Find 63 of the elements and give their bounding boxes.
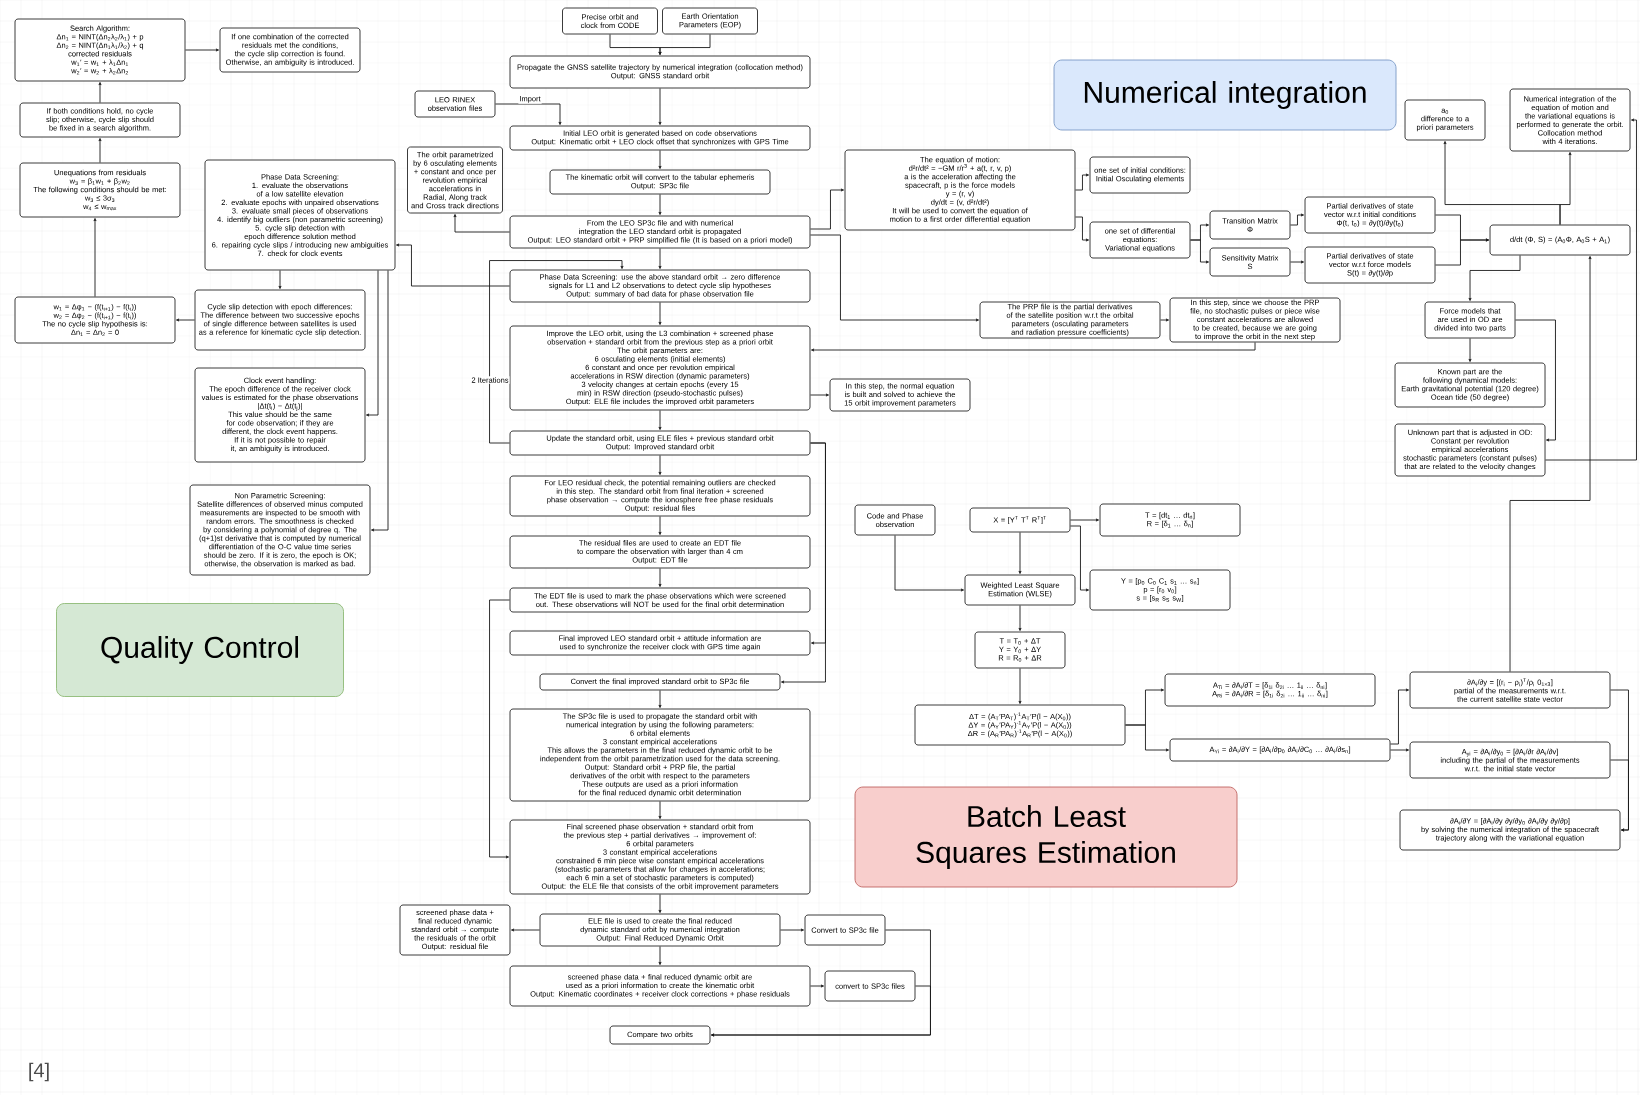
arrow [658,568,662,587]
arrow [658,150,662,169]
arrow [1559,152,1572,225]
arrow [1160,318,1169,322]
arrow [371,270,389,532]
arrow [658,801,662,819]
arrow [658,946,662,965]
arrow [810,393,829,397]
arrow [1075,216,1089,242]
arrow [1468,255,1521,301]
arrow [658,302,662,325]
arrow [658,410,662,430]
arrow [396,243,510,287]
arrow [489,599,510,859]
arrow [1390,688,1409,745]
arrow [658,248,662,269]
arrow [93,218,97,297]
arrow [1468,338,1472,362]
arrow [810,984,824,988]
arrow [658,88,662,125]
arrow [1610,759,1629,832]
arrow [658,894,662,913]
arrow [1070,525,1089,592]
arrow [1125,724,1169,752]
arrow [781,442,826,684]
arrow [1515,319,1556,442]
arrow [711,985,931,1037]
arrow [1018,668,1022,704]
arrow [98,138,102,163]
arrow [658,690,662,708]
arrow [658,516,662,535]
arrow [894,535,964,592]
arrow [1435,238,1490,266]
arrow [1290,260,1304,264]
arrow [658,194,662,215]
arrow [1190,239,1209,264]
arrow [185,48,219,52]
arrow [1018,532,1022,574]
reference-label: [4] [29,1062,49,1082]
section-banner: Numerical integration [1053,59,1397,131]
arrow [453,214,510,233]
arrow [658,34,711,55]
arrow [366,270,379,417]
arrow [780,928,804,932]
arrow [810,188,844,230]
arrow [1018,605,1022,631]
arrow [98,82,102,103]
arrow [1070,518,1099,522]
arrow [811,342,1256,352]
arrow [489,260,624,444]
section-banner: Quality Control [56,603,344,697]
section-banner: Batch Least Squares Estimation [854,786,1238,888]
arrow [1545,118,1637,461]
arrow [1390,748,1409,752]
arrow [810,234,979,322]
arrow [1075,173,1089,191]
arrow [176,318,195,322]
arrow [658,455,662,475]
arrow [1509,256,1592,672]
arrow [278,270,282,289]
arrow [1290,213,1304,226]
arrow [511,928,540,932]
arrow [495,103,562,125]
